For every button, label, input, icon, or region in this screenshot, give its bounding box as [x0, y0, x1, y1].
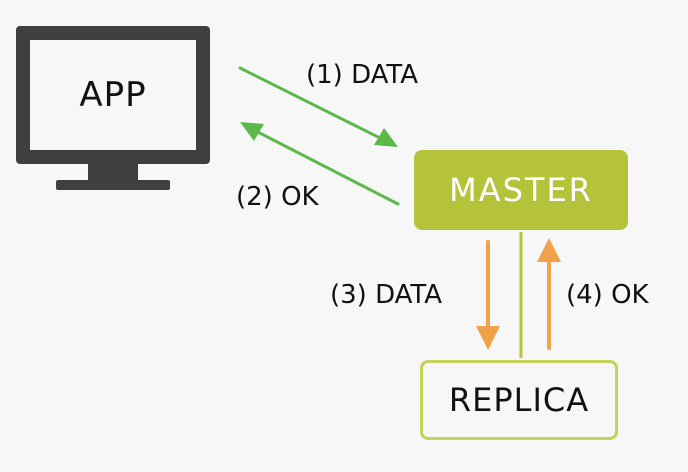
app-label: APP	[79, 75, 147, 115]
edge-label-data-to-replica: (3) DATA	[330, 280, 443, 310]
edge-label-ok-to-app: (2) OK	[236, 182, 319, 212]
arrow-master-to-replica	[476, 240, 500, 350]
master-node: MASTER	[414, 150, 628, 230]
master-label: MASTER	[449, 171, 593, 209]
monitor-stand	[88, 164, 138, 182]
monitor-base	[56, 180, 170, 190]
arrow-replica-to-master	[537, 238, 561, 350]
replica-node: REPLICA	[420, 360, 618, 440]
monitor-display: APP	[30, 40, 196, 150]
arrow-master-to-app	[240, 122, 400, 206]
monitor-screen: APP	[16, 26, 210, 164]
arrow-app-to-master	[238, 66, 398, 147]
edge-label-ok-to-master: (4) OK	[566, 280, 649, 310]
replica-label: REPLICA	[448, 381, 590, 419]
edge-label-data-to-master: (1) DATA	[306, 60, 419, 90]
app-monitor-icon: APP	[16, 26, 210, 190]
